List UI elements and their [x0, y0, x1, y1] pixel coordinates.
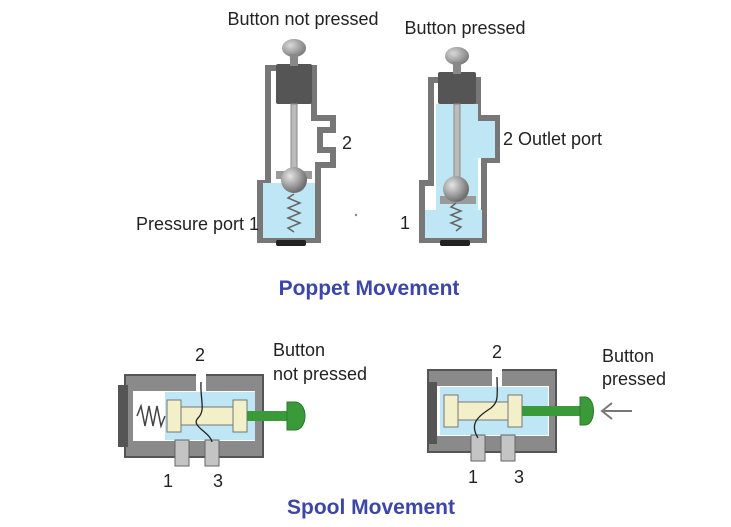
- spool-stem: [247, 411, 287, 421]
- end-cap: [427, 382, 437, 444]
- spool-land-left: [166, 399, 182, 433]
- poppet-stem: [290, 103, 298, 169]
- spool-port-3-label: 3: [514, 467, 524, 487]
- push-button-knob: [579, 396, 594, 426]
- flow-path: [473, 376, 498, 439]
- spool-port-2-label: 2: [492, 342, 502, 362]
- spool-land-left: [443, 394, 459, 428]
- spring-icon: [448, 202, 464, 232]
- press-arrow-icon: [600, 402, 613, 420]
- poppet-valve-not-pressed: [257, 39, 336, 246]
- flow-path: [195, 381, 213, 443]
- base-plug: [276, 240, 306, 246]
- push-button-neck: [290, 54, 298, 66]
- spool-land-right: [507, 394, 523, 428]
- port-2-label: 2: [342, 133, 352, 153]
- poppet-valve-pressed: [419, 47, 500, 246]
- bottom-port-3: [204, 439, 220, 467]
- spool-port-2-label: 2: [195, 345, 205, 365]
- caption-not-pressed-line2: not pressed: [273, 364, 367, 384]
- spool-stem: [522, 406, 580, 416]
- button-cap: [276, 64, 312, 104]
- push-button-knob: [286, 401, 306, 431]
- spool-heading: Spool Movement: [287, 496, 455, 519]
- caption-pressed-line2: pressed: [602, 369, 666, 389]
- poppet-ball: [443, 176, 469, 202]
- fluid-outlet: [478, 121, 495, 158]
- poppet-ball: [281, 167, 307, 193]
- push-button-head: [445, 47, 469, 65]
- port-1-label: 1: [400, 213, 410, 233]
- caption-button-line1: Button: [602, 346, 654, 366]
- spring-icon: [286, 193, 302, 233]
- pressure-port-label: Pressure port 1: [136, 214, 259, 234]
- poppet-stem: [453, 103, 461, 181]
- top-port: [492, 363, 502, 387]
- bottom-port-1: [174, 439, 190, 467]
- button-cap: [438, 72, 476, 104]
- base-plug: [440, 240, 470, 246]
- spring-icon: [136, 403, 166, 429]
- spool-core: [180, 406, 234, 426]
- end-cap: [118, 385, 128, 447]
- caption-pressed: Button pressed: [404, 18, 525, 38]
- spool-port-1-label: 1: [163, 471, 173, 491]
- dot-marker: [354, 213, 358, 217]
- bottom-port-3: [500, 434, 516, 462]
- bottom-port-1: [470, 434, 486, 462]
- poppet-heading: Poppet Movement: [279, 277, 460, 300]
- spool-valve-pressed: [427, 363, 632, 462]
- spool-port-3-label: 3: [213, 471, 223, 491]
- spool-core: [457, 401, 509, 421]
- caption-button-line1: Button: [273, 340, 325, 360]
- spool-port-1-label: 1: [468, 467, 478, 487]
- spool-valve-not-pressed: [118, 368, 306, 467]
- top-port: [196, 368, 206, 392]
- spool-land-right: [232, 399, 248, 433]
- push-button-head: [282, 39, 306, 57]
- outlet-port-label: 2 Outlet port: [503, 129, 602, 149]
- caption-not-pressed: Button not pressed: [227, 9, 378, 29]
- push-button-neck: [453, 62, 461, 74]
